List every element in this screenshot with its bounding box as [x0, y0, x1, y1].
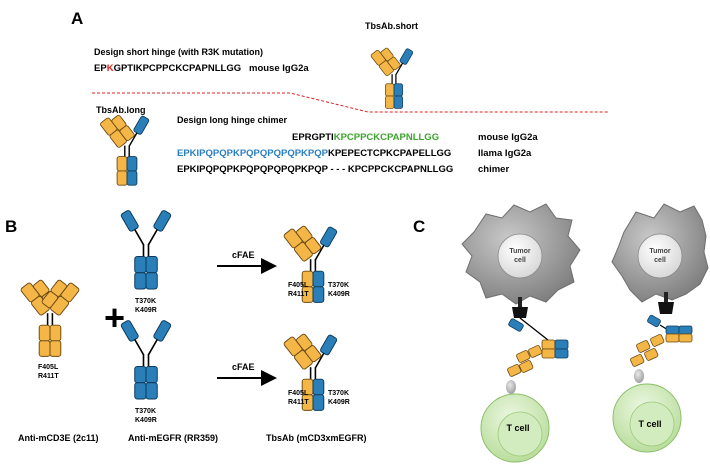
tumor-left-label-1: Tumor — [509, 248, 531, 255]
tbsab-long-label: TbsAb.long — [96, 105, 146, 115]
cfae-label-top: cFAE — [232, 250, 255, 260]
res-top-mut-k409r: K409R — [328, 291, 350, 298]
short-seq-pre: EP — [94, 63, 107, 74]
t-cell-left: T cell — [480, 393, 550, 463]
long-row2-species: llama IgG2a — [478, 148, 532, 159]
long-seq-row-1: EPRGPTIKPCPPCKCPAPNLLGG — [292, 132, 439, 143]
t-cell-right-label: T cell — [638, 419, 661, 429]
res-top-mut-r411t: R411T — [288, 291, 309, 298]
panel-b-label: B — [5, 217, 17, 236]
egfr-bottom-mut-k409r: K409R — [135, 417, 157, 424]
long-row2-part2: KPEPECTCPKCPAPELLGG — [328, 148, 451, 159]
short-seq-mutation: K — [107, 63, 114, 74]
anti-egfr-antibody-bottom — [119, 318, 173, 400]
res-bottom-mut-k409r: K409R — [328, 399, 350, 406]
cd3-mut-f405l: F405L — [38, 364, 59, 371]
caption-anti-egfr: Anti-mEGFR (RR359) — [128, 433, 218, 443]
t-cell-right: T cell — [612, 383, 682, 453]
tbsab-bound-left — [507, 317, 569, 377]
caption-tbsab: TbsAb (mCD3xmEGFR) — [266, 433, 367, 443]
egfr-top-mut-t370k: T370K — [135, 298, 156, 305]
anti-egfr-antibody-top — [119, 208, 173, 290]
plus-sign: + — [104, 297, 125, 338]
short-seq-species: mouse IgG2a — [249, 63, 309, 74]
tbsab-short-antibody — [369, 43, 415, 110]
cd3-receptor-right — [634, 369, 644, 383]
long-row3-species: chimer — [478, 164, 509, 175]
tbsab-long-antibody — [98, 110, 151, 186]
tumor-cell-left: Tumor cell — [461, 203, 581, 305]
egfr-top-mut-k409r: K409R — [135, 307, 157, 314]
long-seq-row-2: EPKIPQPQPKPQPQPQPQPKPQPKPEPECTCPKCPAPELL… — [177, 148, 451, 159]
long-row1-species: mouse IgG2a — [478, 132, 538, 143]
short-hinge-title: Design short hinge (with R3K mutation) — [94, 47, 263, 57]
cfae-label-bottom: cFAE — [232, 362, 255, 372]
res-bottom-mut-t370k: T370K — [328, 390, 349, 397]
short-seq-post: GPTIKPCPPCKCPAPNLLGG — [114, 63, 242, 74]
cd3-mut-r411t: R411T — [38, 373, 59, 380]
egfr-receptor-stalk-right — [664, 292, 668, 302]
long-row1-part1: EPRGPTI — [292, 132, 334, 143]
tumor-cell-right: Tumor cell — [611, 203, 709, 303]
tumor-right-label-1: Tumor — [649, 248, 671, 255]
res-bottom-mut-f405l: F405L — [288, 390, 309, 397]
res-bottom-mut-r411t: R411T — [288, 399, 309, 406]
res-top-mut-f405l: F405L — [288, 282, 309, 289]
short-hinge-sequence: EPKGPTIKPCPPCKCPAPNLLGG — [94, 63, 241, 74]
t-cell-left-label: T cell — [506, 423, 529, 433]
cd3-receptor-left — [506, 380, 516, 394]
egfr-receptor-left — [512, 307, 528, 318]
anti-cd3-antibody — [19, 274, 81, 358]
long-seq-row-3: EPKIPQPQPKPQPQPQPQPKPQP - - - KPCPPCKCPA… — [177, 164, 453, 175]
egfr-receptor-right — [658, 302, 674, 314]
tumor-left-label-2: cell — [514, 257, 526, 264]
divider-line — [92, 92, 608, 113]
egfr-bottom-mut-t370k: T370K — [135, 408, 156, 415]
long-row2-part1: EPKIPQPQPKPQPQPQPQPKPQP — [177, 148, 329, 159]
caption-anti-cd3: Anti-mCD3E (2c11) — [18, 433, 99, 443]
egfr-receptor-stalk-left — [518, 297, 522, 307]
tumor-right-label-2: cell — [654, 257, 666, 264]
panel-c-label: C — [413, 217, 425, 236]
panel-a-label: A — [71, 9, 83, 28]
tbsab-short-label: TbsAb.short — [365, 21, 418, 31]
tbsab-bound-right — [630, 314, 693, 367]
long-row1-part2: KPCPPCKCPAPNLLGG — [334, 132, 439, 143]
res-top-mut-t370k: T370K — [328, 282, 349, 289]
long-hinge-title: Design long hinge chimer — [177, 115, 288, 125]
